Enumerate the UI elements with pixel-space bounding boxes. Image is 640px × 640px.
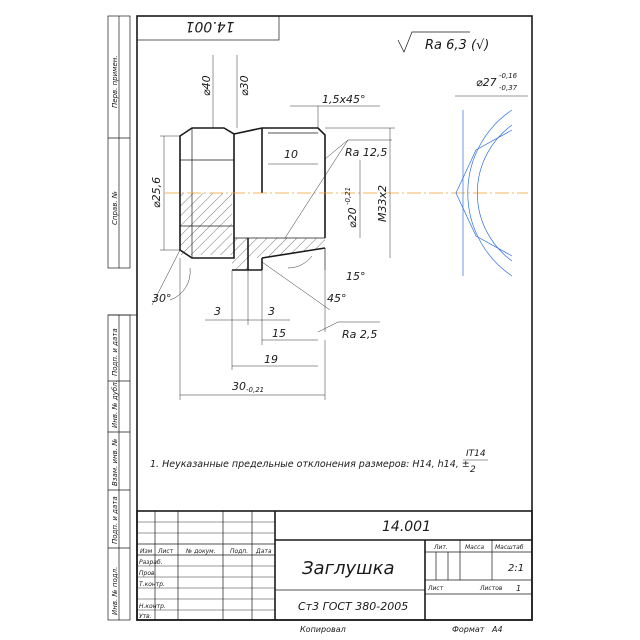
- tb-role-prov: Пров.: [139, 570, 157, 577]
- tb-col-n-dokum: № докум.: [185, 548, 216, 555]
- note-text: 1. Неуказанные предельные отклонения раз…: [150, 459, 470, 470]
- general-roughness-text: Ra 6,3 (√): [425, 38, 489, 53]
- top-number-text: 14.001: [186, 18, 235, 34]
- tb-doc-number: 14.001: [382, 519, 431, 535]
- dim-d27-tol-lower: -0,37: [499, 84, 518, 92]
- top-number-box: 14.001: [136, 15, 280, 41]
- sheet-frame: [107, 15, 533, 621]
- tb-list-label: Лист: [427, 585, 444, 592]
- dim-angle-30: 30°: [152, 292, 172, 305]
- dim-d25-6: ⌀25,6: [150, 177, 163, 208]
- dim-d27: ⌀27: [476, 76, 497, 89]
- tb-material: Ст3 ГОСТ 380-2005: [298, 600, 408, 613]
- tb-role-utv: Утв.: [139, 613, 152, 620]
- tb-col-list: Лист: [157, 548, 174, 555]
- title-block: [136, 510, 533, 621]
- dim-3-right: 3: [268, 305, 275, 318]
- general-roughness-symbol: Ra 6,3 (√): [397, 31, 489, 53]
- tb-col-podp: Подп.: [230, 548, 248, 555]
- tb-listov-label: Листов: [479, 585, 503, 592]
- dim-thread: M33x2: [376, 185, 389, 222]
- tb-masshtab-label: Масштаб: [495, 544, 524, 551]
- side-label-perv-primen: Перв. примен.: [111, 55, 119, 108]
- dim-d27-tol-upper: -0,16: [499, 72, 518, 80]
- tb-massa-label: Масса: [465, 544, 484, 551]
- tb-col-izm: Изм: [140, 548, 153, 555]
- dim-30-tol: -0,21: [246, 386, 264, 394]
- dim-30: 30: [232, 380, 246, 393]
- tb-part-name: Заглушка: [302, 558, 395, 579]
- dim-d40: ⌀40: [200, 75, 213, 96]
- tb-col-data: Дата: [255, 548, 272, 555]
- dim-10: 10: [284, 148, 298, 161]
- tb-listov-value: 1: [516, 584, 521, 593]
- dim-d30: ⌀30: [238, 75, 251, 96]
- dim-19: 19: [264, 353, 278, 366]
- tb-role-n-kontr: Н.контр.: [139, 603, 166, 610]
- dim-ra12-5: Ra 12,5: [345, 146, 387, 159]
- dim-3-left: 3: [214, 305, 221, 318]
- dim-angle-45: 45°: [327, 292, 347, 305]
- side-label-inv-podl: Инв. № подл.: [111, 567, 119, 615]
- footer-kopiroval: Копировал: [300, 625, 346, 634]
- footer: Копировал Формат A4: [300, 625, 503, 634]
- title-block-texts: 14.001 Заглушка Ст3 ГОСТ 380-2005 Изм Ли…: [139, 519, 524, 620]
- side-label-inv-dubl: Инв. № дубл.: [111, 380, 119, 428]
- section-hatching: [180, 193, 325, 270]
- dim-chamfer: 1,5x45°: [322, 93, 366, 106]
- dim-ra2-5: Ra 2,5: [342, 328, 377, 341]
- end-view: [455, 109, 513, 277]
- tb-lit-label: Лит.: [433, 544, 448, 551]
- dim-angle-15: 15°: [346, 270, 366, 283]
- tb-scale-value: 2:1: [508, 563, 524, 574]
- footer-format-value: A4: [491, 625, 503, 634]
- dim-d20: ⌀20: [346, 207, 359, 228]
- tb-role-razrab: Разраб.: [139, 559, 163, 566]
- side-label-podp-data-1: Подп. и дата: [111, 328, 119, 376]
- side-labels: Перв. примен. Справ. № Подп. и дата Инв.…: [111, 55, 119, 615]
- side-label-sprav-no: Справ. №: [111, 191, 119, 225]
- dim-d20-tol: -0,21: [344, 187, 352, 205]
- side-label-podp-data-2: Подп. и дата: [111, 496, 119, 544]
- tolerance-note: 1. Неуказанные предельные отклонения раз…: [150, 449, 488, 475]
- dimension-texts: ⌀40 ⌀30 ⌀25,6 1,5x45° 10 Ra 12,5 ⌀20 -0,…: [150, 72, 518, 394]
- tb-role-t-kontr: Т.контр.: [139, 581, 165, 588]
- dim-15: 15: [272, 327, 286, 340]
- note-fraction-num: IT14: [466, 449, 486, 459]
- note-fraction-den: 2: [470, 465, 476, 475]
- side-label-vzam-inv: Взам. инв. №: [111, 438, 119, 486]
- footer-format-label: Формат: [452, 625, 485, 634]
